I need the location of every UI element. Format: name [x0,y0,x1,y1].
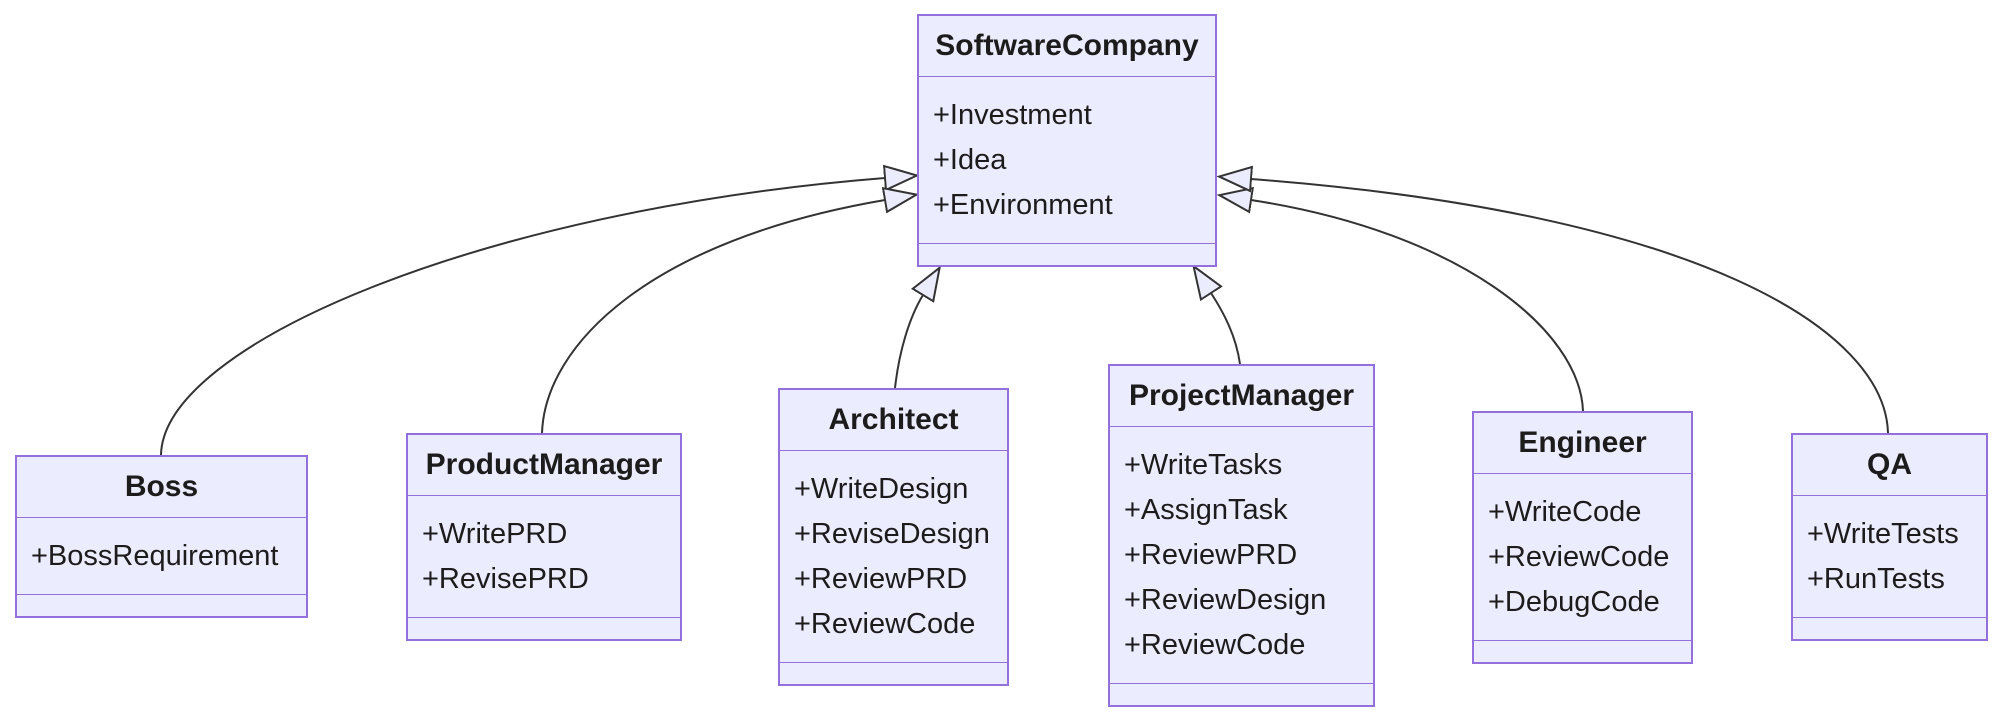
class-attribute: +ReviewCode [794,608,976,640]
class-box-architect: Architect +WriteDesign +ReviseDesign +Re… [778,388,1009,686]
class-methods-empty [1793,618,1986,639]
class-attribute: +ReviewCode [1124,629,1306,661]
class-box-engineer: Engineer +WriteCode +ReviewCode +DebugCo… [1472,411,1693,664]
class-name: QA [1793,435,1986,496]
class-methods-empty [919,244,1215,265]
class-methods-empty [17,595,306,616]
class-attribute: +WriteCode [1488,496,1642,528]
class-name: Architect [780,390,1007,451]
class-attribute: +ReviewDesign [1124,584,1327,616]
class-attribute: +Investment [933,99,1092,131]
edge-architect-to-softwarecompany [894,265,942,389]
class-name: ProductManager [408,435,680,496]
class-attributes: +WriteCode +ReviewCode +DebugCode [1474,474,1691,641]
class-attribute: +WriteTests [1807,518,1959,550]
class-box-boss: Boss +BossRequirement [15,455,308,618]
class-attributes: +WritePRD +RevisePRD [408,496,680,618]
class-attribute: +WriteDesign [794,473,969,505]
class-attributes: +Investment +Idea +Environment [919,77,1215,244]
class-attribute: +DebugCode [1488,586,1660,618]
class-box-softwarecompany: SoftwareCompany +Investment +Idea +Envir… [917,14,1217,267]
class-name: Engineer [1474,413,1691,474]
edge-boss-to-softwarecompany [160,164,920,456]
class-attributes: +WriteDesign +ReviseDesign +ReviewPRD +R… [780,451,1007,663]
class-attribute: +AssignTask [1124,494,1288,526]
class-attribute: +Idea [933,144,1007,176]
class-attribute: +RevisePRD [422,563,589,595]
class-attributes: +BossRequirement [17,518,306,595]
class-box-productmanager: ProductManager +WritePRD +RevisePRD [406,433,682,641]
class-attribute: +WriteTasks [1124,449,1283,481]
class-methods-empty [780,663,1007,684]
class-methods-empty [1474,641,1691,662]
class-box-qa: QA +WriteTests +RunTests [1791,433,1988,641]
class-attribute: +BossRequirement [31,540,279,572]
class-attribute: +ReviewCode [1488,541,1670,573]
class-attribute: +WritePRD [422,518,568,550]
class-box-projectmanager: ProjectManager +WriteTasks +AssignTask +… [1108,364,1375,707]
class-attribute: +ReviewPRD [1124,539,1298,571]
class-attribute: +ReviseDesign [794,518,990,550]
class-attribute: +ReviewPRD [794,563,968,595]
class-methods-empty [408,618,680,639]
class-attributes: +WriteTasks +AssignTask +ReviewPRD +Revi… [1110,427,1373,684]
class-methods-empty [1110,684,1373,705]
class-attributes: +WriteTests +RunTests [1793,496,1986,618]
class-attribute: +RunTests [1807,563,1945,595]
edge-projectmanager-to-softwarecompany [1192,263,1241,365]
class-name: ProjectManager [1110,366,1373,427]
class-attribute: +Environment [933,189,1113,221]
class-name: Boss [17,457,306,518]
class-name: SoftwareCompany [919,16,1215,77]
